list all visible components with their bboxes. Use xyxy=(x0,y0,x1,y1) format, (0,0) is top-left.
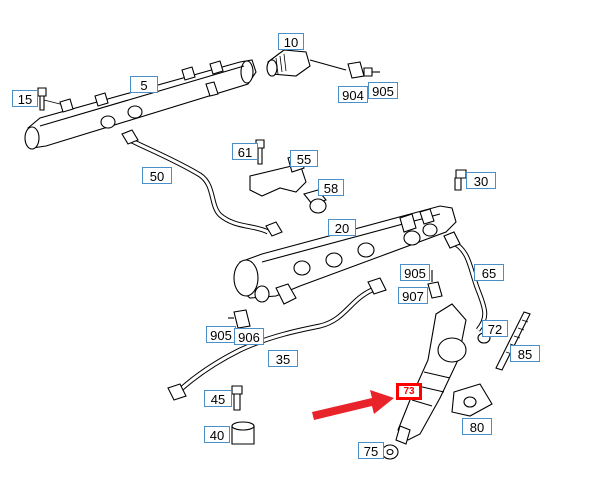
stud-85 xyxy=(495,311,531,371)
callout-75[interactable]: 75 xyxy=(358,442,384,459)
upper-fuel-rail xyxy=(24,59,257,150)
bushing-58 xyxy=(303,189,327,214)
callout-80[interactable]: 80 xyxy=(462,418,492,435)
callout-50[interactable]: 50 xyxy=(142,167,172,184)
bolt-45 xyxy=(231,385,243,411)
fuel-injector xyxy=(395,303,467,445)
bolt-15 xyxy=(37,87,61,111)
seal-75 xyxy=(381,444,399,460)
connector-904 xyxy=(347,61,380,79)
callout-73-highlighted[interactable]: 73 xyxy=(396,383,422,400)
connector-906 xyxy=(228,309,251,329)
sleeve-40 xyxy=(231,421,255,445)
callout-904[interactable]: 904 xyxy=(338,86,368,103)
callout-40[interactable]: 40 xyxy=(204,426,230,443)
callout-35[interactable]: 35 xyxy=(268,350,298,367)
callout-72[interactable]: 72 xyxy=(482,320,508,337)
callout-20[interactable]: 20 xyxy=(328,219,356,236)
bolt-30 xyxy=(454,169,467,191)
callout-58[interactable]: 58 xyxy=(318,179,344,196)
lower-fuel-rail xyxy=(233,205,457,305)
callout-15[interactable]: 15 xyxy=(12,90,38,107)
callout-45[interactable]: 45 xyxy=(204,390,232,407)
callout-10[interactable]: 10 xyxy=(278,33,304,50)
fuel-pipe-50 xyxy=(121,129,283,237)
callout-905-right[interactable]: 905 xyxy=(400,264,430,281)
callout-905-left[interactable]: 905 xyxy=(206,326,236,343)
callout-55[interactable]: 55 xyxy=(290,150,318,167)
callout-61[interactable]: 61 xyxy=(232,143,258,160)
callout-85[interactable]: 85 xyxy=(510,345,540,362)
callout-30[interactable]: 30 xyxy=(466,172,496,189)
callout-905-top[interactable]: 905 xyxy=(368,82,398,99)
pressure-sensor xyxy=(266,49,347,77)
callout-907[interactable]: 907 xyxy=(398,287,428,304)
fuel-pipe-35 xyxy=(167,277,387,401)
red-arrow xyxy=(312,390,394,420)
callout-906[interactable]: 906 xyxy=(234,328,264,345)
callout-5[interactable]: 5 xyxy=(130,76,158,93)
connector-907 xyxy=(427,270,443,299)
bracket-55 xyxy=(249,139,307,197)
callout-65[interactable]: 65 xyxy=(474,264,504,281)
clamp-80 xyxy=(451,383,493,417)
